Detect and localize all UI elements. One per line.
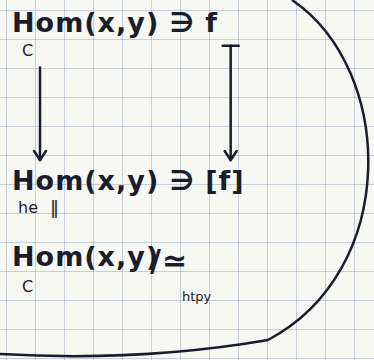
math-text: Hom(x,y) ∋ [f] (12, 166, 245, 196)
subscript: C (22, 278, 33, 296)
down-arrow (39, 68, 42, 160)
math-text: ‖ (50, 198, 59, 218)
math-text: Hom(x,y) (12, 242, 159, 272)
mapsto-arrow (229, 46, 232, 160)
subscript: C (22, 42, 33, 60)
boundary-arc (0, 0, 368, 356)
subscript: he (18, 199, 38, 217)
down-arrow (34, 151, 40, 160)
down-arrow (40, 151, 46, 160)
math-text: Hom(x,y) ∋ f (12, 8, 218, 38)
mapsto-arrow (225, 151, 231, 160)
mapsto-arrow (231, 151, 237, 160)
subscript: htpy (182, 290, 211, 304)
math-text: /≃ (150, 244, 188, 277)
